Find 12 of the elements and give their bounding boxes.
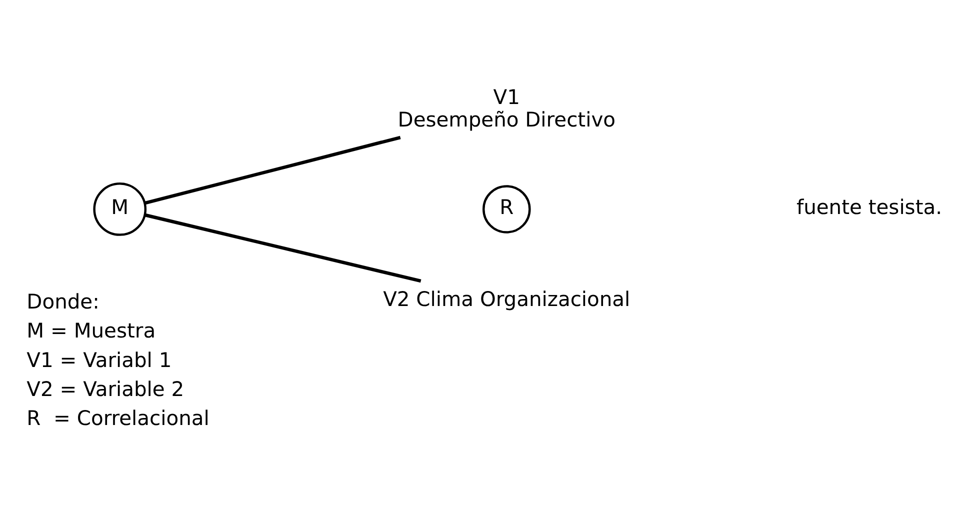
node-circle: M bbox=[93, 182, 147, 236]
label: Donde: bbox=[26, 289, 100, 314]
connector bbox=[144, 136, 401, 205]
connector bbox=[144, 213, 422, 283]
label: R = Correlacional bbox=[26, 406, 210, 430]
label: M = Muestra bbox=[26, 318, 156, 343]
node-text: V1 Desempeño Directivo bbox=[398, 85, 616, 132]
node-text: V2 Clima Organizacional bbox=[383, 287, 630, 312]
node-circle: R bbox=[482, 185, 531, 234]
label: V1 = Variabl 1 bbox=[26, 348, 172, 372]
label: V2 = Variable 2 bbox=[26, 377, 184, 402]
label: fuente tesista. bbox=[796, 195, 942, 220]
